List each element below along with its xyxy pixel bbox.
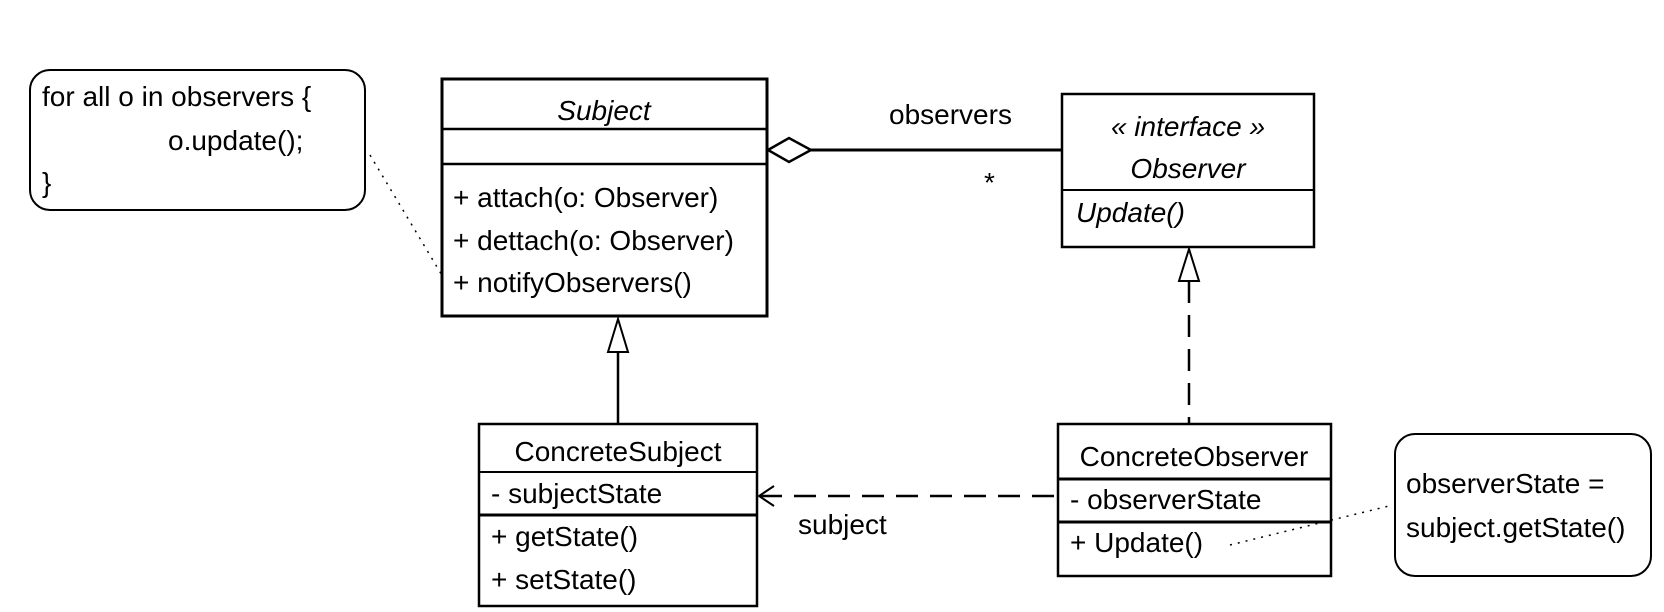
subject-operation: + attach(o: Observer) xyxy=(453,182,718,213)
realization-concreteobserver-observer xyxy=(1177,245,1201,424)
note-observers-box xyxy=(29,69,366,211)
note-observers-anchor xyxy=(369,154,447,283)
aggregation-multiplicity: * xyxy=(984,167,995,198)
concrete-observer-operation: + Update() xyxy=(1070,527,1203,558)
concrete-subject-class-name: ConcreteSubject xyxy=(514,436,721,467)
aggregation-role-label: observers xyxy=(889,99,1012,130)
aggregation-subject-observers: observers * xyxy=(765,99,1062,198)
subject-operation: + dettach(o: Observer) xyxy=(453,225,734,256)
observer-stereotype: « interface » xyxy=(1111,111,1265,142)
class-concrete-subject: ConcreteSubject - subjectState + getStat… xyxy=(477,422,759,608)
note-state-box xyxy=(1394,433,1652,577)
aggregation-diamond xyxy=(765,136,814,164)
subject-class-name: Subject xyxy=(557,95,652,126)
note-line-1: for all o in observers { xyxy=(42,81,311,112)
note-observer-state: observerState = subject.getState() xyxy=(1394,433,1652,577)
note-line-3: } xyxy=(42,167,51,198)
dependency-role-label: subject xyxy=(798,509,887,540)
subject-operation: + notifyObservers() xyxy=(453,267,692,298)
generalization-concretesubject-subject xyxy=(606,315,630,424)
dependency-observer-subject: subject xyxy=(757,485,1058,540)
note-state-line-2: subject.getState() xyxy=(1406,512,1625,543)
class-subject: Subject + attach(o: Observer) + dettach(… xyxy=(440,77,769,318)
note-observers-loop: for all o in observers { o.update(); } xyxy=(29,69,366,211)
class-concrete-observer: ConcreteObserver - observerState + Updat… xyxy=(1056,422,1333,578)
concrete-subject-attribute: - subjectState xyxy=(491,478,662,509)
concrete-subject-operation: + setState() xyxy=(491,564,637,595)
interface-observer: « interface » Observer Update() xyxy=(1060,92,1316,249)
observer-operation: Update() xyxy=(1076,197,1185,228)
realization-arrowhead xyxy=(1177,245,1201,282)
generalization-arrowhead xyxy=(606,315,630,353)
concrete-observer-attribute: - observerState xyxy=(1070,484,1261,515)
concrete-observer-class-name: ConcreteObserver xyxy=(1080,441,1309,472)
concrete-subject-operation: + getState() xyxy=(491,521,638,552)
observer-interface-name: Observer xyxy=(1130,153,1247,184)
dependency-arrowhead xyxy=(757,485,775,507)
note-line-2: o.update(); xyxy=(168,125,303,156)
note-state-line-1: observerState = xyxy=(1406,468,1604,499)
